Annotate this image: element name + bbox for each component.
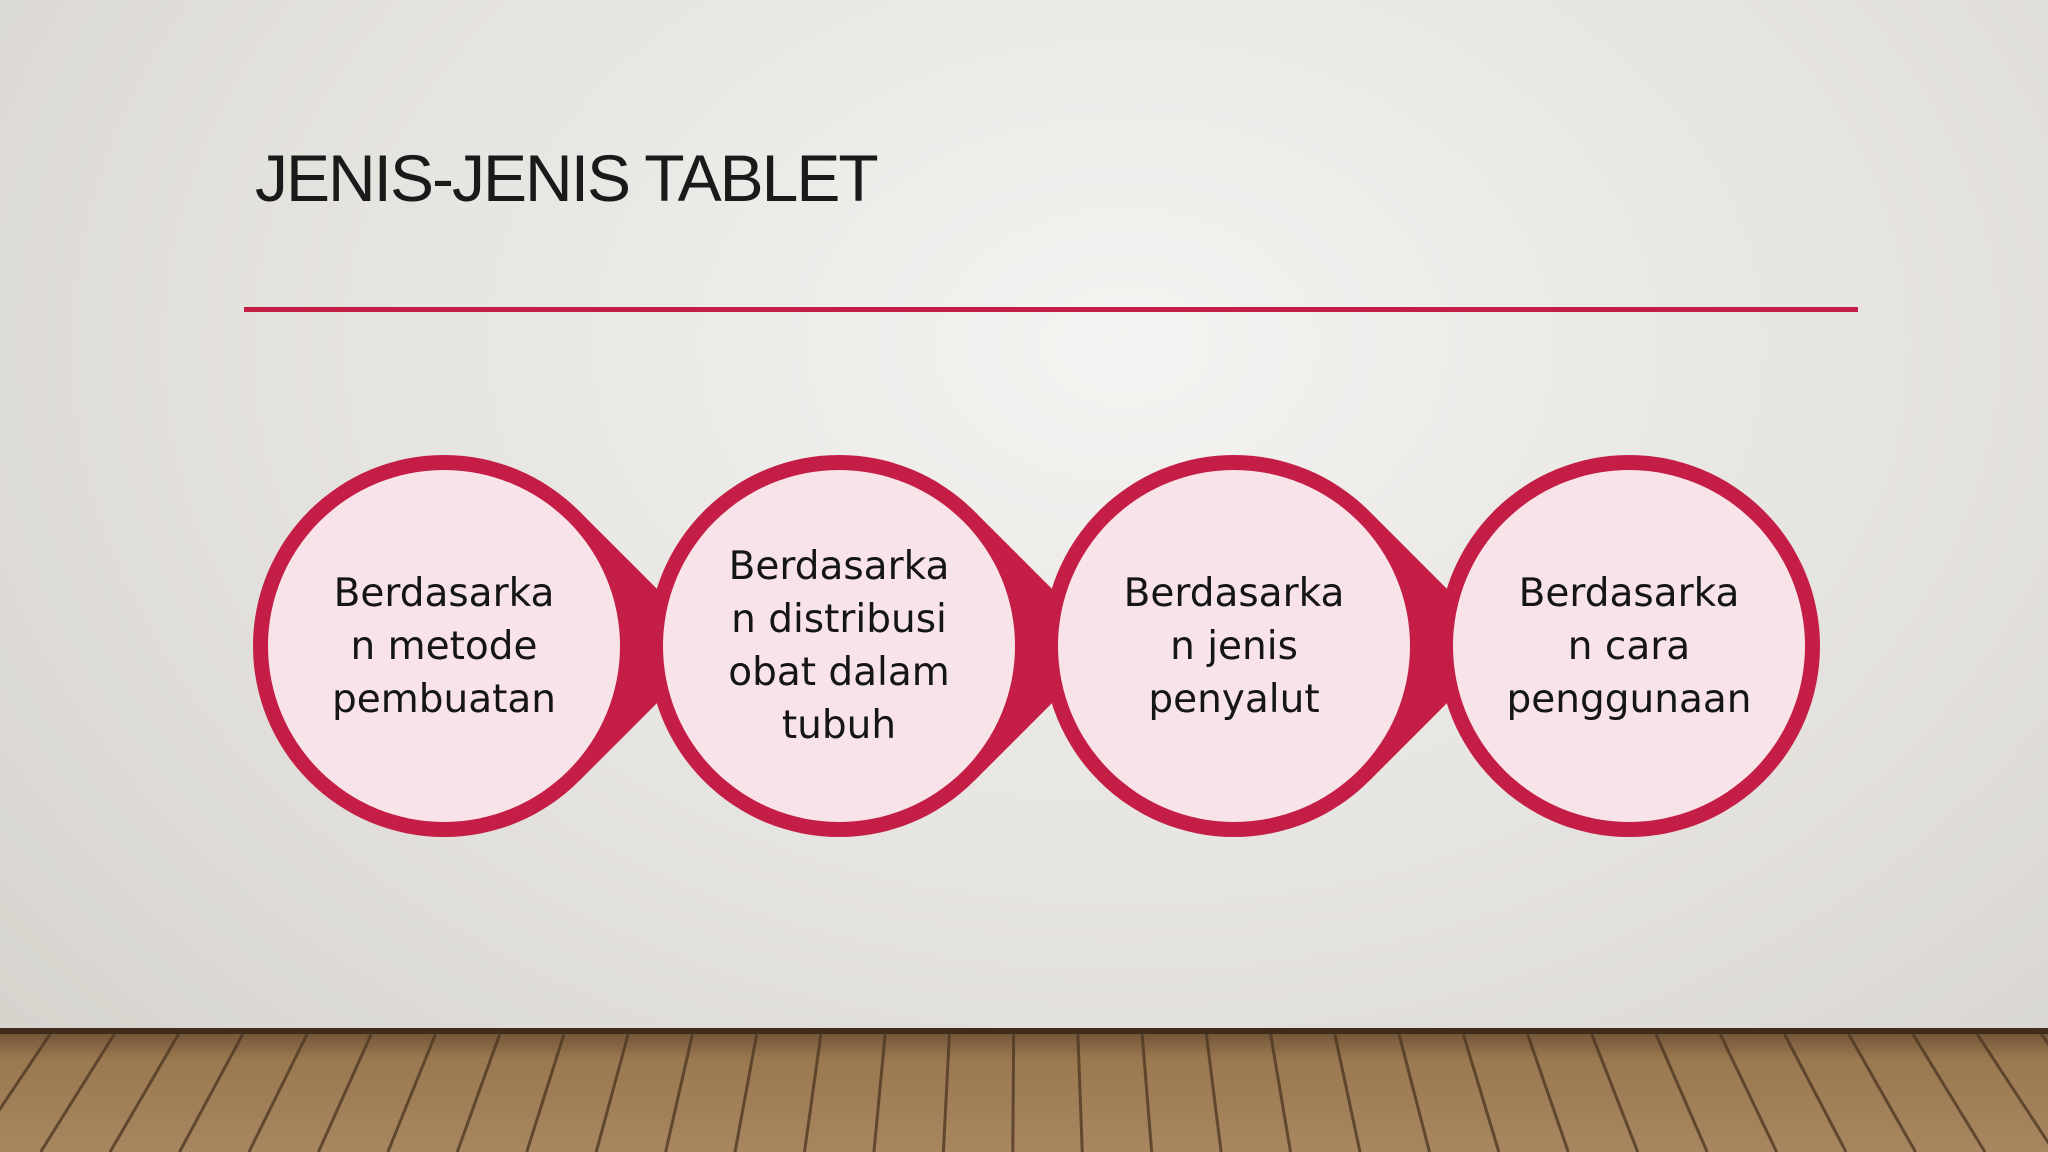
floor-plank-seam bbox=[108, 1033, 180, 1152]
floor-plank-seam bbox=[386, 1033, 437, 1152]
floor-plank-seam bbox=[1847, 1033, 1917, 1152]
floor-plank-seam bbox=[178, 1033, 245, 1152]
floor-plank-seam bbox=[525, 1033, 566, 1152]
floor-plank-seam bbox=[1333, 1033, 1362, 1152]
floor-plank-seam bbox=[317, 1033, 373, 1152]
slide-title: JENIS-JENIS TABLET bbox=[255, 141, 879, 215]
wooden-floor bbox=[0, 1028, 2048, 1152]
floor-plank-seam bbox=[802, 1033, 823, 1152]
floor-plank-seam bbox=[1718, 1033, 1778, 1152]
step-4-circle bbox=[1453, 470, 1805, 822]
step-1-circle bbox=[268, 470, 620, 822]
floor-plank-seam bbox=[733, 1033, 759, 1152]
floor-plank-seam bbox=[664, 1033, 694, 1152]
floor-plank-seam bbox=[1140, 1033, 1154, 1152]
floor-plank-seam bbox=[1526, 1033, 1570, 1152]
floor-plank-seam bbox=[1654, 1033, 1709, 1152]
floor-plank-seam bbox=[1783, 1033, 1848, 1152]
floor-plank-seam bbox=[1461, 1033, 1501, 1152]
floor-plank-seam bbox=[941, 1033, 951, 1152]
step-2-circle bbox=[663, 470, 1015, 822]
floor-plank-seam bbox=[1076, 1033, 1084, 1152]
floor-plank-seam bbox=[1011, 1033, 1016, 1152]
floor-plank-seam bbox=[455, 1033, 502, 1152]
floor-plank-seam bbox=[1911, 1033, 1987, 1152]
floor-plank-seam bbox=[39, 1033, 116, 1152]
floor-plank-seam bbox=[0, 1033, 52, 1112]
title-divider bbox=[244, 307, 1858, 312]
step-3-label: Berdasarka n jenis penyalut bbox=[1123, 570, 1345, 722]
floor-plank-seam bbox=[1397, 1033, 1431, 1152]
floor-plank-seam bbox=[1590, 1033, 1640, 1152]
floor-plank-seam bbox=[594, 1033, 630, 1152]
step-4-label: Berdasarka n cara penggunaan bbox=[1506, 570, 1752, 722]
step-3-circle bbox=[1058, 470, 1410, 822]
step-2-label: Berdasarka n distribusi obat dalam tubuh bbox=[728, 544, 950, 748]
floor-plank-seam bbox=[1269, 1033, 1293, 1152]
floor-plank-seam bbox=[247, 1033, 309, 1152]
floor-plank-seam bbox=[1975, 1033, 2048, 1145]
step-1-label: Berdasarka n metode pembuatan bbox=[331, 570, 557, 722]
floor-plank-seam bbox=[1204, 1033, 1223, 1152]
floor-plank-seam bbox=[872, 1033, 887, 1152]
